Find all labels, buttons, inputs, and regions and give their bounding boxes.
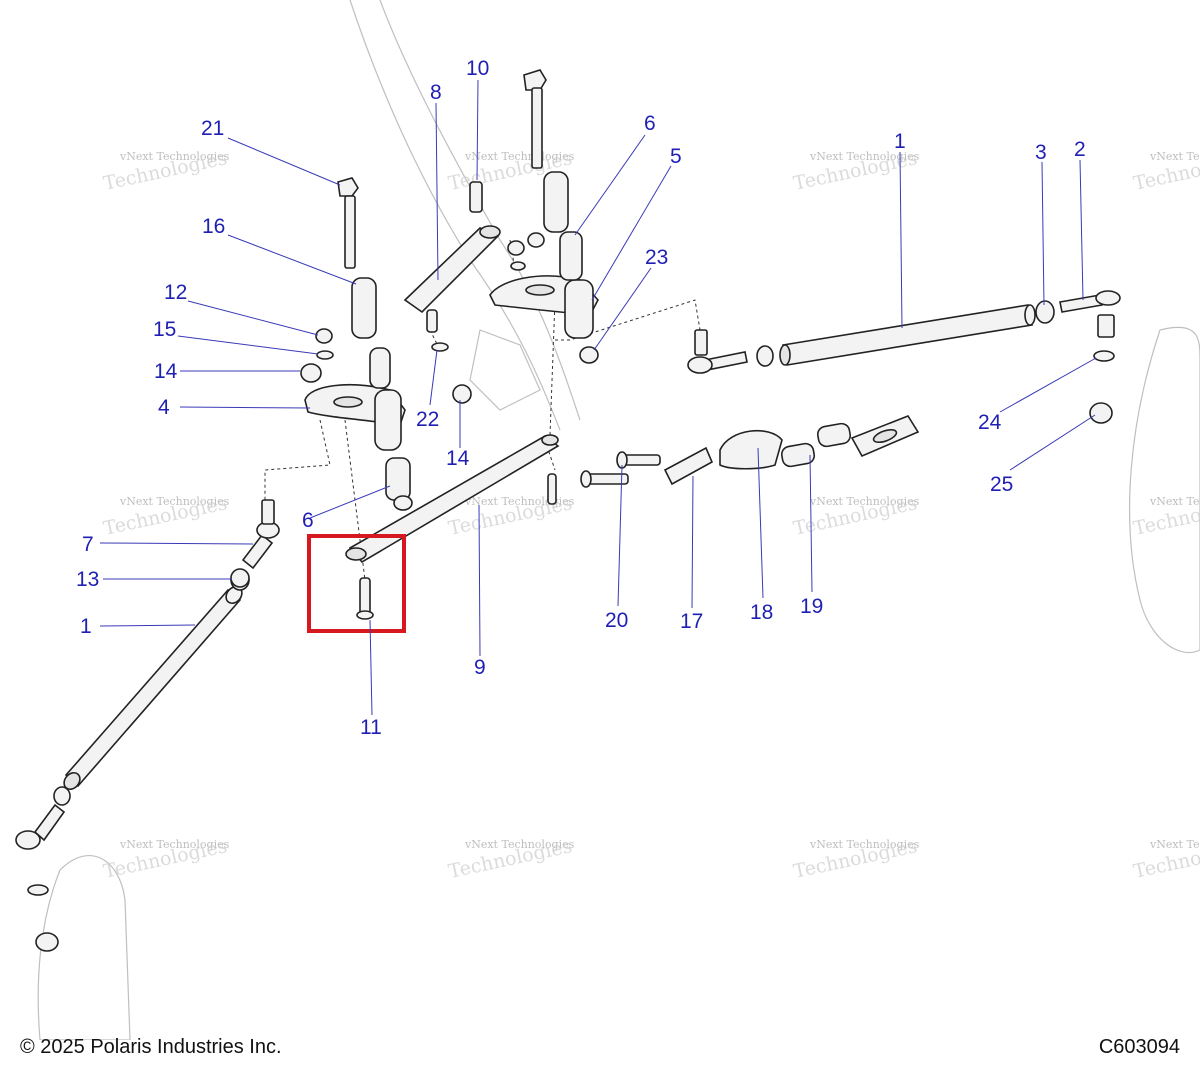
callout-14-left: 14 (154, 360, 178, 383)
diagram-id: C603094 (1098, 1036, 1180, 1058)
watermark-text: vNext Technologies (464, 150, 575, 163)
callout-18: 18 (750, 601, 773, 624)
diagram-canvas: vNext Technologies Technologies vNext Te… (15, 0, 1200, 1041)
tie-rod-tube-right (779, 304, 1036, 366)
watermark: vNext Technologies Technologies (101, 835, 229, 883)
callout-11: 11 (360, 716, 382, 739)
bolt-part-11 (356, 577, 374, 620)
copyright-text: © 2025 Polaris Industries Inc. (20, 1036, 282, 1058)
watermark: vNext Technologies Technologies (1131, 835, 1200, 883)
steering-link-upper (403, 225, 501, 333)
bolt-small-top (469, 181, 483, 213)
washer-part-15 (316, 350, 334, 360)
plate-part-17 (663, 446, 714, 486)
callout-7: 7 (82, 533, 94, 556)
watermark: vNext Technologies Technologies (101, 147, 229, 195)
watermark: vNext Technologies Technologies (1131, 492, 1200, 540)
bushing-lower (385, 457, 411, 501)
bolt-long-top (523, 69, 569, 233)
watermark: vNext Technologies Technologies (791, 835, 919, 883)
watermark-text: vNext Technologies (1149, 150, 1200, 163)
bolt-part-21 (337, 177, 359, 269)
watermark-text: vNext Technologies (1149, 838, 1200, 851)
callout-5: 5 (670, 145, 682, 168)
callout-3: 3 (1035, 141, 1047, 164)
callout-17: 17 (680, 610, 703, 633)
nut-part-23 (579, 346, 599, 364)
callout-4: 4 (158, 396, 170, 419)
nut-part-25 (1089, 402, 1113, 424)
sleeve-part-19 (780, 422, 852, 468)
callout-8: 8 (430, 81, 442, 104)
tie-rod-end-lower (15, 786, 71, 952)
watermark: vNext Technologies Technologies (446, 835, 574, 883)
watermark-text: vNext Technologies (119, 150, 230, 163)
callout-2: 2 (1074, 138, 1086, 161)
callout-9: 9 (474, 656, 486, 679)
nut-part-14-left (300, 363, 322, 383)
small-nuts-cluster (393, 232, 545, 511)
callout-12: 12 (164, 281, 187, 304)
watermark: vNext Technologies Technologies (1131, 147, 1200, 195)
tie-rod-end-right (1059, 290, 1121, 338)
clamp-part-18 (719, 429, 783, 470)
highlight-box (307, 534, 406, 633)
tie-rod-end-center (687, 329, 774, 374)
callout-19: 19 (800, 595, 823, 618)
callout-23: 23 (645, 246, 668, 269)
end-block (850, 415, 920, 458)
bolt-part-20 (547, 451, 661, 505)
nut-part-12 (315, 328, 333, 344)
washer-part-24 (1093, 350, 1115, 362)
callout-leader-lines (99, 79, 1097, 716)
watermark-text: vNext Technologies (119, 495, 230, 508)
watermark-text: vNext Technologies (809, 495, 920, 508)
watermark-text: vNext Technologies (809, 838, 920, 851)
callout-24: 24 (978, 411, 1002, 434)
callout-14-right: 14 (446, 447, 470, 470)
bushing-upper (559, 231, 583, 281)
jam-nut-right (1035, 300, 1055, 324)
callout-13: 13 (76, 568, 99, 591)
nut-part-14-right (452, 384, 472, 404)
washer-part-22 (431, 342, 449, 352)
watermark-text: vNext Technologies (809, 150, 920, 163)
callout-1-left: 1 (80, 615, 92, 638)
callout-15: 15 (153, 318, 176, 341)
callout-1-right: 1 (894, 130, 906, 153)
callout-6-upper: 6 (644, 112, 656, 135)
callout-21: 21 (201, 117, 224, 140)
watermark-text: vNext Technologies (464, 495, 575, 508)
spacer-part-16 (351, 277, 391, 389)
drag-link (345, 434, 560, 564)
callout-10: 10 (466, 57, 489, 80)
pitman-arm-left (304, 384, 406, 451)
callout-6-lower: 6 (302, 509, 314, 532)
callout-25: 25 (990, 473, 1013, 496)
nut-part-13 (230, 568, 250, 588)
watermark-text: vNext Technologies (1149, 495, 1200, 508)
callout-labels: 1 2 3 4 5 6 6 7 8 9 10 11 12 13 14 14 15… (76, 57, 1086, 739)
pitman-arm-right (489, 275, 599, 339)
watermark-text: vNext Technologies (119, 838, 230, 851)
callout-20: 20 (605, 609, 628, 632)
callout-22: 22 (416, 408, 439, 431)
callout-16: 16 (202, 215, 225, 238)
watermark: vNext Technologies Technologies (101, 492, 229, 540)
watermark-text: vNext Technologies (464, 838, 575, 851)
